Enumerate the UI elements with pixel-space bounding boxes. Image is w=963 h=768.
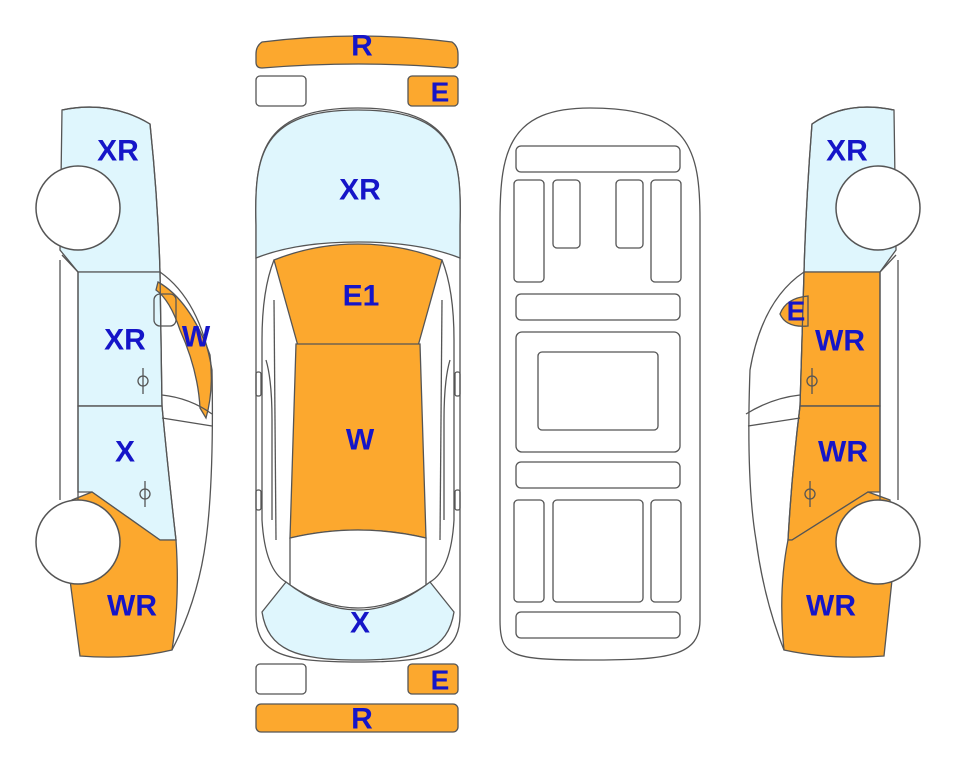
- top-left-mirror: [255, 371, 262, 397]
- label-trunk: X: [350, 607, 370, 640]
- label-rear-roof: W: [346, 424, 375, 457]
- label-right-rear-door: WR: [818, 436, 868, 469]
- underbody-view: [499, 107, 701, 661]
- right-front-wheel: [835, 165, 921, 251]
- top-right-inner: [439, 299, 443, 541]
- left-pillar-panel[interactable]: [155, 281, 212, 420]
- right-mirror-panel[interactable]: [779, 295, 809, 327]
- top-right-handle: [454, 489, 461, 511]
- label-right-front-fender: XR: [826, 135, 868, 168]
- label-roof: E1: [343, 280, 380, 313]
- label-front-right-lamp: E: [431, 77, 450, 108]
- top-right-sill: [443, 359, 451, 520]
- label-left-pillar: W: [182, 321, 211, 354]
- rear-right-lamp[interactable]: [407, 663, 459, 695]
- front-right-lamp[interactable]: [407, 75, 459, 107]
- top-right-pillar: [429, 259, 455, 583]
- label-right-mirror: E: [787, 296, 806, 327]
- right-side-view: [745, 106, 921, 658]
- label-left-front-fender: XR: [97, 135, 139, 168]
- top-left-inner: [273, 299, 277, 541]
- label-hood: XR: [339, 174, 381, 207]
- labels: R E XR E1 W X E R XR XR W X WR XR E WR W…: [97, 30, 868, 736]
- label-rear-bumper: R: [351, 703, 373, 736]
- top-left-pillar: [261, 259, 287, 583]
- rear-bumper-panel[interactable]: [255, 703, 459, 733]
- right-rear-wheel: [835, 499, 921, 585]
- rear-left-lamp[interactable]: [255, 663, 307, 695]
- top-view: [255, 35, 461, 733]
- left-rear-wheel: [35, 499, 121, 585]
- rear-window: [289, 529, 427, 609]
- label-front-bumper: R: [351, 30, 373, 63]
- left-side-view: [35, 106, 214, 658]
- top-left-handle: [255, 489, 262, 511]
- left-front-wheel: [35, 165, 121, 251]
- label-right-rear-quarter: WR: [806, 590, 856, 623]
- hood-panel[interactable]: [255, 109, 461, 259]
- roof-front-panel[interactable]: [273, 243, 443, 347]
- label-left-rear-door: X: [115, 436, 135, 469]
- label-right-front-door: WR: [815, 325, 865, 358]
- trunk-panel[interactable]: [261, 581, 455, 661]
- label-left-rear-quarter: WR: [107, 590, 157, 623]
- front-bumper-panel[interactable]: [255, 35, 459, 69]
- label-left-front-door: XR: [104, 324, 146, 357]
- label-rear-right-lamp: E: [431, 665, 450, 696]
- front-left-lamp[interactable]: [255, 75, 307, 107]
- top-right-mirror: [454, 371, 461, 397]
- top-left-sill: [265, 359, 273, 520]
